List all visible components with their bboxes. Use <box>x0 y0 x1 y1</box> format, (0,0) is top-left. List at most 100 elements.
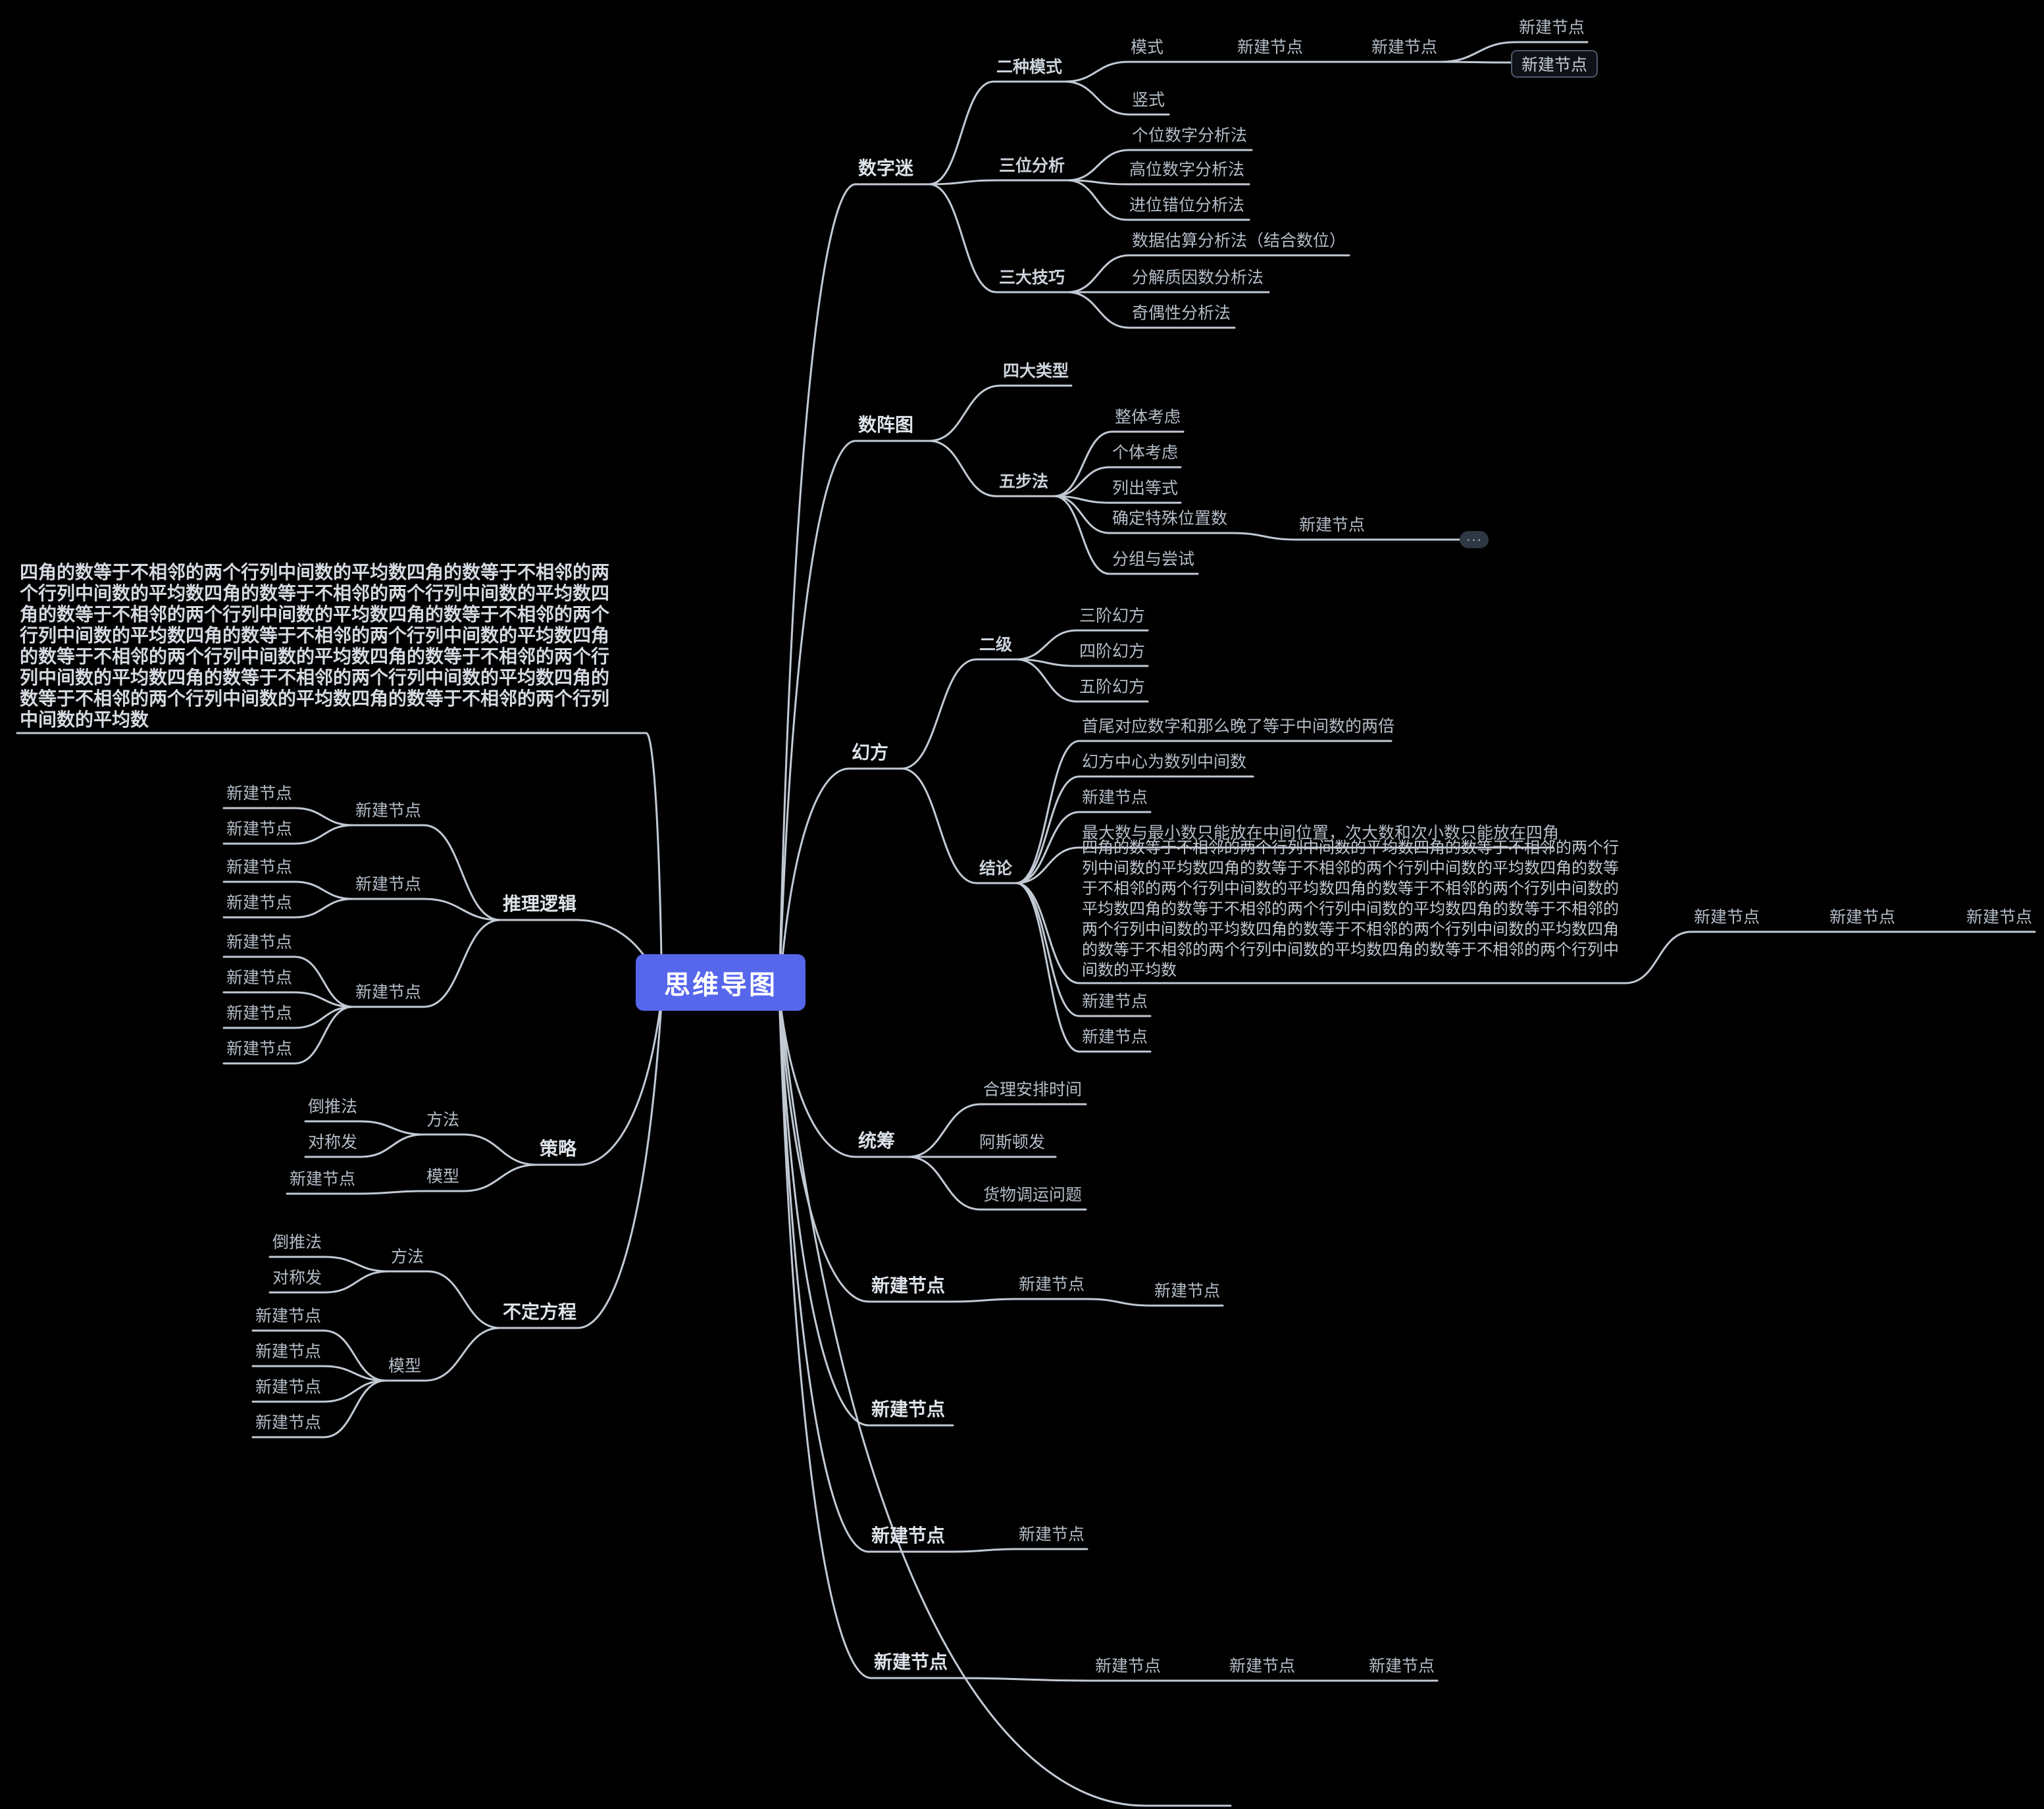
node-label: 模型 <box>388 1357 422 1375</box>
connector-edge <box>422 898 501 921</box>
node-label: 首尾对应数字和那么晚了等于中间数的两倍 <box>1082 717 1395 736</box>
connector-edge <box>778 993 870 1553</box>
node-label: 个位数字分析法 <box>1132 126 1248 145</box>
node-label: 新建节点 <box>226 1040 293 1058</box>
node-label: 方法 <box>426 1111 460 1129</box>
connector-edge <box>1053 495 1111 534</box>
connector-edge <box>1015 882 1081 1053</box>
node-label: 个体考虑 <box>1112 444 1179 462</box>
connector-edge <box>900 658 978 770</box>
node-label: 新建节点 <box>1082 992 1148 1011</box>
connector-edge <box>1053 430 1113 497</box>
connector-edge <box>1015 740 1081 884</box>
node-label: 新建节点 <box>1519 18 1585 37</box>
connector-edge <box>1086 1298 1153 1307</box>
connector-edge <box>422 824 501 921</box>
node-label: 货物调运问题 <box>983 1186 1083 1204</box>
node-label: 新建节点 <box>1082 788 1148 807</box>
connector-edge <box>1624 930 1693 984</box>
node-label: 四阶幻方 <box>1079 642 1146 661</box>
connector-edge <box>324 1270 390 1294</box>
mindmap-root-node[interactable]: 思维导图 <box>636 954 805 1011</box>
node-label: 新建节点 <box>226 1004 293 1023</box>
node-label: 新建节点 <box>226 969 293 987</box>
node-label: 不定方程 <box>503 1302 577 1322</box>
node-label: 数字迷 <box>858 158 914 178</box>
node-label: 新建节点 <box>1829 908 1896 927</box>
connector-edge <box>294 824 354 845</box>
node-label: 新建节点 <box>871 1525 946 1546</box>
connector-edge <box>424 1327 501 1382</box>
connector-edge <box>645 732 663 996</box>
connector-edge <box>952 1548 1017 1553</box>
node-label: 新建节点 <box>1019 1525 1085 1544</box>
node-label: 确定特殊位置数 <box>1112 509 1228 528</box>
node-label: 推理逻辑 <box>503 894 577 914</box>
node-label: 新建节点 <box>1694 908 1760 927</box>
connector-edge <box>576 993 663 1329</box>
connector-edge <box>294 955 354 1008</box>
node-label: 对称发 <box>272 1269 322 1287</box>
connector-edge <box>1015 882 1081 1017</box>
connector-edge <box>422 919 501 1008</box>
connector-edge <box>322 1379 387 1403</box>
node-label: 新建节点 <box>1299 516 1366 534</box>
node-label: 新建节点 <box>255 1307 322 1325</box>
connector-edge <box>294 1006 354 1029</box>
connector-edge <box>1053 495 1111 575</box>
connector-edge <box>928 440 998 497</box>
connector-edge <box>1015 658 1078 667</box>
connector-edge <box>778 993 1146 1807</box>
node-label: 新建节点 <box>355 983 422 1002</box>
connector-edge <box>1231 532 1298 541</box>
connector-edge <box>954 1677 1094 1682</box>
connector-edge <box>462 1163 538 1192</box>
connector-edge <box>324 1256 390 1273</box>
node-label: 新建节点 <box>290 1170 356 1188</box>
node-label: 四角的数等于不相邻的两个行列中间数的平均数四角的数等于不相邻的两个行列中间数的平… <box>20 562 610 730</box>
selected-node[interactable]: 新建节点 <box>1511 50 1598 78</box>
node-label: 统筹 <box>858 1131 896 1151</box>
node-label: 对称发 <box>308 1133 358 1152</box>
node-label: 数据估算分析法（结合数位） <box>1132 232 1346 250</box>
connector-edge <box>578 993 663 1166</box>
connector-edge <box>359 1120 425 1136</box>
more-children-button[interactable]: ··· <box>1460 531 1489 548</box>
node-label: 三阶幻方 <box>1079 607 1146 625</box>
connector-edge <box>928 384 1002 442</box>
connector-edge <box>952 1298 1017 1303</box>
node-label: 策略 <box>540 1138 577 1159</box>
node-label: 高位数字分析法 <box>1129 161 1245 179</box>
node-label: 新建节点 <box>1371 38 1438 57</box>
connector-edge <box>1066 254 1131 293</box>
node-label: 二级 <box>979 636 1013 654</box>
node-label: 新建节点 <box>255 1342 322 1361</box>
node-label: 三大技巧 <box>999 268 1065 287</box>
node-label: 新建节点 <box>1369 1657 1435 1675</box>
node-label: 五阶幻方 <box>1079 678 1146 696</box>
connector-edge <box>928 183 998 293</box>
connector-edge <box>928 80 995 186</box>
node-label: 四大类型 <box>1003 362 1069 380</box>
connector-edge <box>322 1365 387 1382</box>
node-label: 新建节点 <box>1095 1657 1162 1675</box>
connector-edge <box>1063 80 1131 116</box>
connector-edge <box>1439 41 1518 63</box>
node-label: 倒推法 <box>308 1098 358 1116</box>
node-label: 整体考虑 <box>1115 408 1181 426</box>
node-label: 幻方中心为数列中间数 <box>1082 753 1247 771</box>
node-label: 新建节点 <box>355 802 422 820</box>
node-label: 新建节点 <box>1237 38 1304 57</box>
node-label: 新建节点 <box>226 820 293 838</box>
node-label: 最大数与最小数只能放在中间位置，次大数和次小数只能放在四角 <box>1082 824 1560 842</box>
connector-edge <box>778 183 857 996</box>
connector-edge <box>1439 61 1512 64</box>
node-label: 数阵图 <box>858 415 914 435</box>
connector-edge <box>907 1156 982 1211</box>
connector-edge <box>1066 149 1131 182</box>
node-label: 新建节点 <box>226 894 293 912</box>
node-label: 分组与尝试 <box>1112 550 1195 569</box>
connector-edge <box>294 898 354 919</box>
node-label: 新建节点 <box>226 858 293 877</box>
